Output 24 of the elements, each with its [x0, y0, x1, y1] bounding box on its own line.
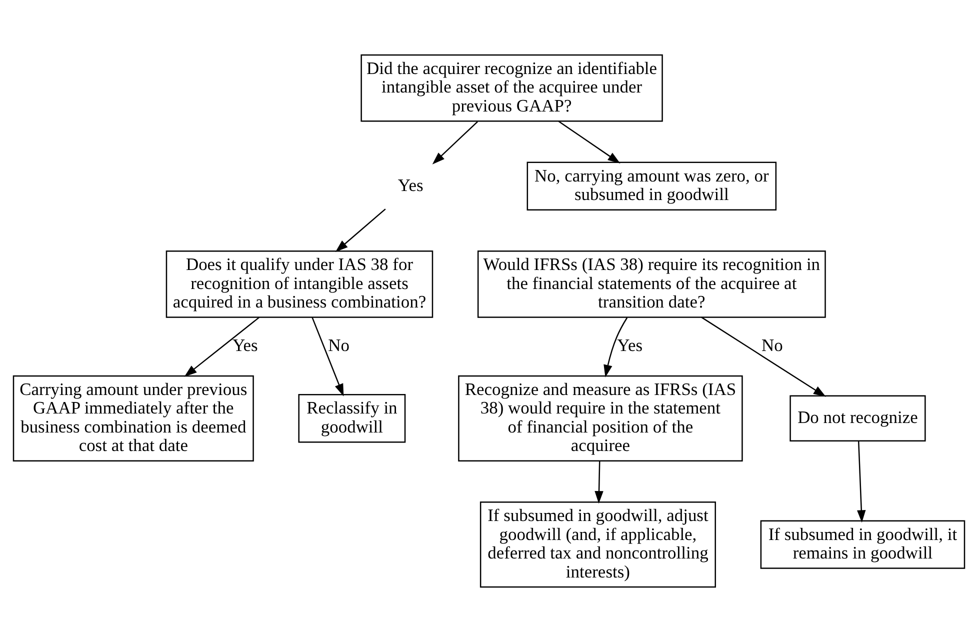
arrow — [312, 316, 344, 396]
arrow — [594, 460, 604, 504]
arrow — [184, 316, 260, 376]
arrow — [432, 120, 478, 164]
edge-label: No — [328, 334, 350, 355]
node-box: Do not recognize — [790, 394, 926, 442]
node-box: Does it qualify under IAS 38 for recognition of intangible assets acquired in a business combination? — [166, 250, 434, 318]
arrow — [604, 316, 628, 377]
node-box: If subsumed in goodwill, adjust goodwill (and, if applicable, deferred tax and noncontrolling interests) — [480, 500, 716, 588]
node-box: Did the acquirer recognize an identifiable intangible asset of the acquiree under previous GAAP? — [360, 54, 663, 122]
edge-label: No — [761, 334, 783, 355]
arrow — [335, 208, 386, 252]
node-text: Yes — [398, 174, 424, 194]
arrow — [701, 316, 826, 396]
node-box: No, carrying amount was zero, or subsumed in goodwill — [526, 161, 777, 210]
edge-label: Yes — [617, 334, 643, 355]
node-box: Would IFRSs (IAS 38) require its recognition in the financial statements of the acquiree at transition date? — [477, 250, 826, 318]
node-box: Recognize and measure as IFRSs (IAS 38) would require in the statement of financial position of the acquiree — [458, 374, 743, 461]
arrow — [857, 440, 866, 522]
node-box: Carrying amount under previous GAAP immediately after the business combination is deemed cost at that date — [12, 374, 254, 461]
node-box: If subsumed in goodwill, it remains in goodwill — [760, 520, 966, 568]
edge-label: Yes — [232, 334, 258, 355]
arrow — [558, 120, 620, 163]
node-box: Reclassify in goodwill — [298, 394, 406, 442]
